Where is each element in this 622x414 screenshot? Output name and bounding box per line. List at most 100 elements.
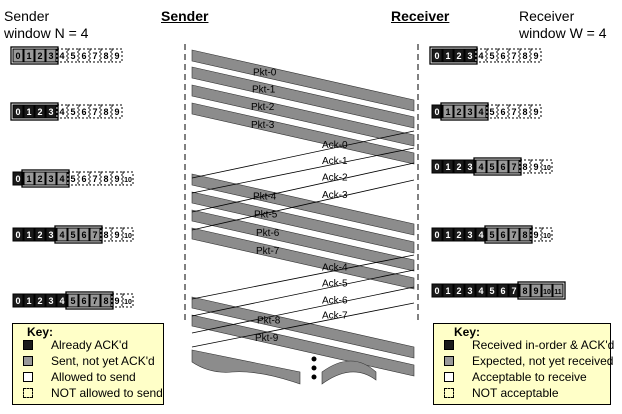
receiver-window-cell [442,48,454,63]
sender-window-cell [45,48,57,63]
sender-window-cell [23,293,35,308]
sender-window-cell-number: 1 [26,296,31,306]
receiver-window-cell-number: 1 [445,51,450,61]
sender-window-cell-number: 3 [48,230,53,240]
packet-band [191,84,415,147]
sender-window-cell-number: 2 [37,174,42,184]
receiver-window-cell-number: 4 [478,286,483,296]
receiver-window-cell [508,104,520,119]
receiver-window-cell-number: 1 [445,286,450,296]
receiver-window-cell [453,48,465,63]
packet-label: Pkt-6 [256,228,280,239]
receiver-window-cell [486,227,498,242]
receiver-window-cell-number: 3 [467,107,472,117]
ellipsis-dot [311,365,317,371]
sender-label-line2: window N = 4 [4,25,89,41]
packet-band [191,296,415,359]
acked-swatch [23,340,33,350]
receiver-window-cell-number: 1 [445,230,450,240]
sender-window-cell [56,171,68,186]
sender-window-cell-number: 3 [48,296,53,306]
receiver-window-cell [475,48,487,63]
receiver-window-cell [486,283,498,298]
sender-window-cell [12,227,24,242]
sender-window-cell-number: 7 [92,51,97,61]
sender-window-cell [111,293,123,308]
receiver-window-cell-number: 3 [467,162,472,172]
sender-window-cell [67,48,79,63]
receiver-window-cell [475,159,487,174]
ack-label: Ack-4 [322,263,348,274]
receiver-window-cell [519,159,531,174]
sender-window-cell-number: 8 [103,296,108,306]
sender-window-cell-number: 7 [92,296,97,306]
receiver-window-cell [552,283,564,298]
sender-window-cell [34,48,46,63]
receiver-window-cell [453,227,465,242]
receiver-key-label: NOT acceptable [472,386,559,400]
sender-window-cell-number: 5 [70,107,75,117]
ack-line [191,147,415,194]
sender-window-cell-number: 3 [48,107,53,117]
ack-label: Ack-7 [322,311,348,322]
receiver-window-cell [541,159,553,174]
packet-label: Pkt-3 [251,120,275,131]
allowed-swatch [23,372,33,382]
receiver-window-cell [453,159,465,174]
packet-label: Pkt-0 [253,67,277,78]
receiver-window-window-box [484,225,533,244]
sender-window-cell-number: 10 [124,177,132,184]
sender-window-cell-number: 8 [103,107,108,117]
receiver-window-cell-number: 7 [511,51,516,61]
sender-window-cell [111,227,123,242]
receiver-key-row: NOT acceptable [444,386,559,400]
receiver-window-cell-number: 5 [489,51,494,61]
receiver-window-cell [530,48,542,63]
receiver-window-cell-number: 7 [511,230,516,240]
receiver-window-cell-number: 10 [543,233,551,240]
receiver-window-cell-number: 9 [533,51,538,61]
receiver-window-cell-number: 1 [445,107,450,117]
sender-window-cell-number: 10 [124,299,132,306]
receiver-window-cell [486,104,498,119]
sender-window-cell [12,104,24,119]
receiver-window-cell [475,104,487,119]
ack-label: Ack-6 [322,295,348,306]
packet-band [191,227,415,290]
receiver-window-cell [464,227,476,242]
sender-window-cell-number: 1 [26,230,31,240]
receiver-window-cell [508,159,520,174]
sender-window-cell [34,171,46,186]
ack-line [191,269,415,317]
sender-window-window-box [10,46,59,65]
sender-window-cell-number: 8 [103,230,108,240]
sender-window-cell-number: 0 [15,51,20,61]
sender-window-cell [56,48,68,63]
receiver-window-cell-number: 7 [511,107,516,117]
receiver-window-cell [508,283,520,298]
receiver-window-cell-number: 2 [456,51,461,61]
sender-key: Key: Already ACK'd Sent, not yet ACK'd A… [12,323,164,405]
receiver-window-cell [530,104,542,119]
receiver-window-cell-number: 5 [489,230,494,240]
sender-window-cell [111,104,123,119]
sender-key-row: Allowed to send [23,370,136,384]
ack-line [191,286,415,334]
sender-window-cell [122,293,134,308]
sender-window-cell-number: 6 [81,51,86,61]
receiver-window-cell-number: 6 [500,286,505,296]
sender-window-cell [100,104,112,119]
receiver-window-cell-number: 2 [456,286,461,296]
receiver-window-cell [431,104,443,119]
receiver-label-line1: Receiver [519,8,575,24]
sender-key-row: Sent, not yet ACK'd [23,354,155,368]
sender-window-cell [56,104,68,119]
ellipsis-dot [311,374,317,380]
packet-label: Pkt-7 [256,246,280,257]
sender-window-cell [56,293,68,308]
sender-window-cell-number: 0 [15,107,20,117]
packet-label: Pkt-4 [253,191,277,202]
packet-band [191,66,415,129]
